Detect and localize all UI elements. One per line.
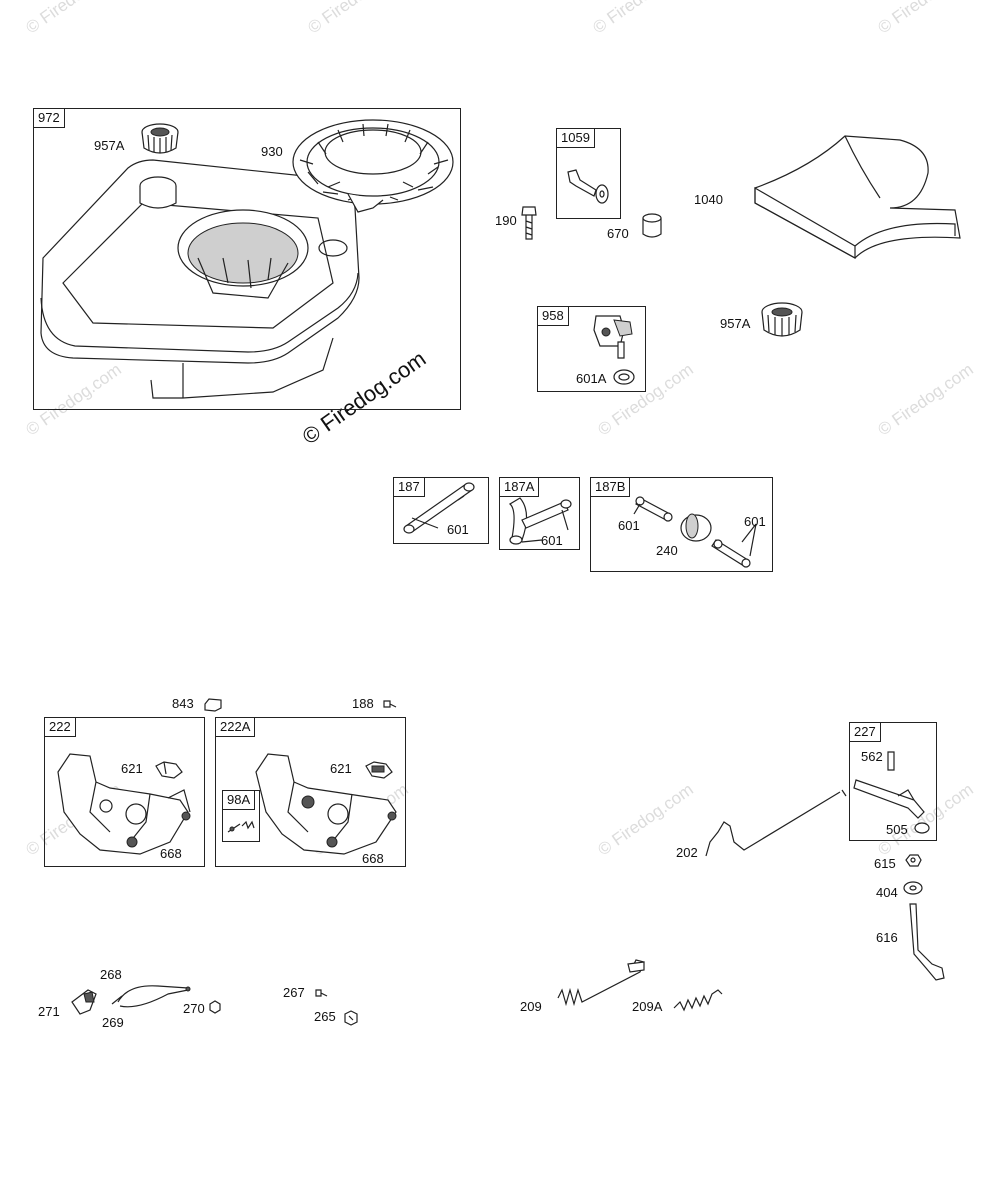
box-187a: 187A xyxy=(499,477,580,550)
part-621-label: 621 xyxy=(121,761,143,776)
cable-clip-icon xyxy=(209,1000,221,1014)
box-972-tag: 972 xyxy=(33,108,65,128)
clip-icon xyxy=(155,761,183,779)
tank-cover-illustration xyxy=(754,135,961,260)
blower-housing-illustration xyxy=(292,119,454,213)
box-222: 222 xyxy=(44,717,205,867)
box-972: 972 xyxy=(33,108,461,410)
part-270-label: 270 xyxy=(183,1001,205,1016)
part-209-label: 209 xyxy=(520,999,542,1014)
control-cable-icon xyxy=(71,985,191,1015)
nut-icon xyxy=(905,854,922,867)
watermark: © Firedog.com xyxy=(304,0,407,38)
part-202-label: 202 xyxy=(676,845,698,860)
box-187b-tag: 187B xyxy=(590,477,631,497)
part-505-label: 505 xyxy=(886,822,908,837)
box-227-tag: 227 xyxy=(849,722,881,742)
part-601-label: 601 xyxy=(618,518,640,533)
fuel-line-icon xyxy=(508,497,572,545)
part-268-label: 268 xyxy=(100,967,122,982)
part-190-label: 190 xyxy=(495,213,517,228)
part-404-label: 404 xyxy=(876,885,898,900)
box-958: 958 xyxy=(537,306,646,392)
governor-spring-icon xyxy=(673,989,723,1012)
part-843-label: 843 xyxy=(172,696,194,711)
box-1059-tag: 1059 xyxy=(556,128,595,148)
part-668-label: 668 xyxy=(362,851,384,866)
clip-icon xyxy=(365,761,393,779)
part-843-icon xyxy=(204,698,222,712)
watermark: © Firedog.com xyxy=(589,0,692,38)
governor-spring-icon xyxy=(557,959,645,1007)
part-265-label: 265 xyxy=(314,1009,336,1024)
control-lever-icon xyxy=(853,751,930,834)
box-98a-tag: 98A xyxy=(222,790,256,810)
watermark: © Firedog.com xyxy=(874,0,977,38)
washer-icon xyxy=(903,881,923,895)
part-240-label: 240 xyxy=(656,543,678,558)
governor-link-icon xyxy=(705,789,847,857)
control-bracket-illustration xyxy=(57,753,191,855)
clip-icon xyxy=(344,1010,358,1026)
fuel-line-icon xyxy=(403,482,475,534)
box-187b: 187B xyxy=(590,477,773,572)
fuel-cap-icon xyxy=(141,123,179,154)
box-187a-tag: 187A xyxy=(499,477,540,497)
part-616-label: 616 xyxy=(876,930,898,945)
part-269-label: 269 xyxy=(102,1015,124,1030)
part-670-label: 670 xyxy=(607,226,629,241)
part-267-label: 267 xyxy=(283,985,305,1000)
box-222a: 222A xyxy=(215,717,406,867)
watermark: © Firedog.com xyxy=(22,0,125,38)
screw-spring-icon xyxy=(227,820,255,833)
part-957a-label: 957A xyxy=(94,138,125,153)
bolt-icon xyxy=(521,206,537,240)
control-bracket-illustration xyxy=(255,753,397,855)
part-601-label: 601 xyxy=(447,522,469,537)
screw-icon xyxy=(315,989,328,997)
part-1040-label: 1040 xyxy=(694,192,723,207)
screw-icon xyxy=(383,700,397,708)
part-188-label: 188 xyxy=(352,696,374,711)
part-271-label: 271 xyxy=(38,1004,60,1019)
box-227: 227 xyxy=(849,722,937,841)
clamp-icon xyxy=(613,369,635,385)
fuel-valve-icon xyxy=(593,315,633,359)
fuel-filter-assembly-icon xyxy=(633,496,757,568)
box-1059: 1059 xyxy=(556,128,621,219)
part-930-label: 930 xyxy=(261,144,283,159)
part-621-label: 621 xyxy=(330,761,352,776)
rod-icon xyxy=(909,903,945,981)
box-958-tag: 958 xyxy=(537,306,569,326)
box-222-tag: 222 xyxy=(44,717,76,737)
part-601-label: 601 xyxy=(744,514,766,529)
box-187-tag: 187 xyxy=(393,477,425,497)
watermark: © Firedog.com xyxy=(874,359,977,440)
part-957a-label: 957A xyxy=(720,316,751,331)
fuel-fitting-icon xyxy=(567,169,609,204)
part-562-label: 562 xyxy=(861,749,883,764)
bushing-icon xyxy=(642,213,662,238)
fuel-tank-illustration xyxy=(40,159,360,399)
part-209a-label: 209A xyxy=(632,999,663,1014)
box-187: 187 xyxy=(393,477,489,544)
box-222a-tag: 222A xyxy=(215,717,256,737)
box-98a: 98A xyxy=(222,790,260,842)
part-601-label: 601 xyxy=(541,533,563,548)
part-668-label: 668 xyxy=(160,846,182,861)
fuel-cap-icon xyxy=(761,302,803,337)
part-615-label: 615 xyxy=(874,856,896,871)
part-601a-label: 601A xyxy=(576,371,607,386)
